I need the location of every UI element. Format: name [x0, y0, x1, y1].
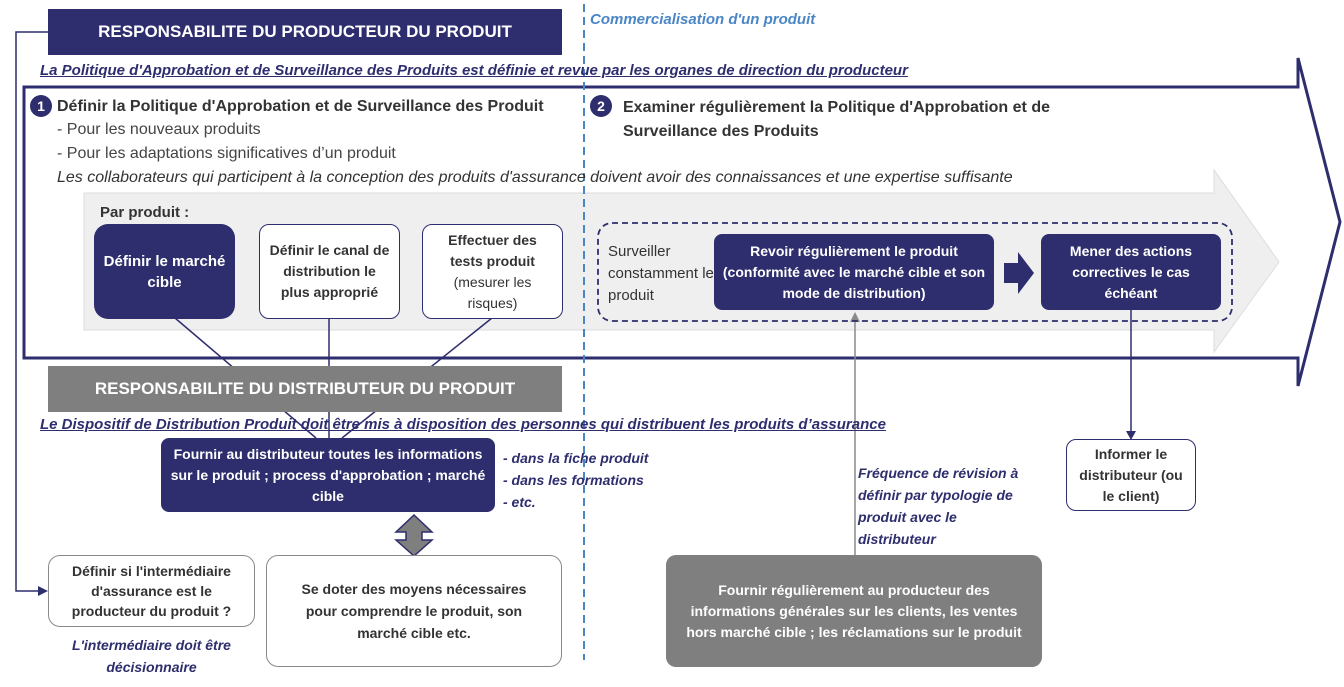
define-target-market-box: Définir le marché cible [94, 224, 235, 319]
producer-policy-text: La Politique d'Approbation et de Surveil… [40, 62, 908, 79]
define-target-market-label: Définir le marché cible [103, 252, 226, 291]
acquire-means-box: Se doter des moyens nécessaires pour com… [266, 555, 562, 667]
par-produit-label: Par produit : [100, 204, 190, 221]
review-frequency-line: distributeur [858, 531, 936, 547]
product-tests-box: Effectuer des tests produit (mesurer les… [422, 224, 563, 319]
channel-item: - dans les formations [503, 472, 644, 488]
channel-item: - etc. [503, 494, 536, 510]
provide-distributor-info-box: Fournir au distributeur toutes les infor… [161, 438, 495, 512]
corrective-actions-box: Mener des actions correctives le cas éch… [1041, 234, 1221, 310]
provide-distributor-info-label: Fournir au distributeur toutes les infor… [170, 445, 486, 504]
review-frequency-line: produit avec le [858, 509, 957, 525]
surveillance-dashed-frame [597, 222, 1233, 322]
product-tests-subtitle: (mesurer les risques) [453, 273, 532, 311]
corrective-actions-label: Mener des actions correctives le cas éch… [1069, 242, 1193, 301]
left-connector-line [15, 31, 48, 592]
step-2-title-line-1: Examiner régulièrement la Politique d'Ap… [623, 99, 1050, 116]
double-arrow [394, 513, 434, 558]
define-intermediary-box: Définir si l'intermédiaire d'assurance e… [48, 555, 255, 627]
step-2-badge: 2 [590, 95, 612, 117]
intermediary-note: L'intermédiaire doit être décisionnaire [48, 634, 255, 678]
intermediary-note-line: L'intermédiaire doit être [72, 637, 231, 653]
distributor-header: RESPONSABILITE DU DISTRIBUTEUR DU PRODUI… [48, 366, 562, 412]
review-product-label: Revoir régulièrement le produit (conform… [722, 242, 986, 301]
channel-list: - dans la fiche produit - dans les forma… [503, 447, 648, 513]
intermediary-note-line: décisionnaire [106, 659, 197, 675]
feedback-arrowhead [850, 312, 860, 322]
step-1-bullet-2: - Pour les adaptations significatives d’… [57, 145, 396, 162]
channel-item: - dans la fiche produit [503, 450, 649, 466]
define-distribution-channel-box: Définir le canal de distribution le plus… [259, 224, 400, 319]
step-1-badge: 1 [30, 95, 52, 117]
left-connector-arrowhead [38, 586, 48, 596]
step-2-title-line-2: Surveillance des Produits [623, 123, 819, 140]
product-tests-title: Effectuer des tests produit [448, 231, 537, 269]
step-1-title: Définir la Politique d'Approbation et de… [57, 98, 544, 115]
informer-arrowhead [1126, 431, 1136, 440]
step-1-expertise-note: Les collaborateurs qui participent à la … [57, 169, 1013, 186]
acquire-means-label: Se doter des moyens nécessaires pour com… [301, 581, 527, 641]
provide-feedback-label: Fournir régulièrement au producteur des … [686, 581, 1022, 640]
review-frequency-line: Fréquence de révision à [858, 465, 1019, 481]
review-frequency-line: définir par typologie de [858, 487, 1013, 503]
inform-distributor-label: Informer le distributeur (ou le client) [1079, 445, 1183, 504]
revoir-to-actions-arrow [1004, 252, 1034, 294]
provide-feedback-box: Fournir régulièrement au producteur des … [666, 555, 1042, 667]
review-frequency-note: Fréquence de révision à définir par typo… [858, 462, 1018, 550]
step-1-bullet-1: - Pour les nouveaux produits [57, 121, 261, 138]
define-intermediary-label: Définir si l'intermédiaire d'assurance e… [71, 563, 232, 619]
monitor-product-text: Surveiller constamment le produit [608, 243, 714, 304]
distributor-policy-text: Le Dispositif de Distribution Produit do… [40, 416, 886, 433]
inform-distributor-box: Informer le distributeur (ou le client) [1066, 439, 1196, 511]
review-product-box: Revoir régulièrement le produit (conform… [714, 234, 994, 310]
define-distribution-channel-label: Définir le canal de distribution le plus… [269, 242, 390, 300]
producer-header: RESPONSABILITE DU PRODUCTEUR DU PRODUIT [48, 9, 562, 55]
commercialisation-tag: Commercialisation d'un produit [590, 11, 816, 28]
